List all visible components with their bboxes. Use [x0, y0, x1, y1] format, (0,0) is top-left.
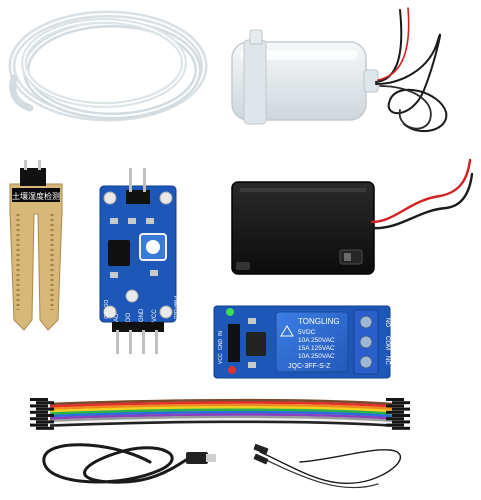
- module-pin-label-ao: AO: [114, 313, 120, 322]
- jumper-connector: [392, 407, 410, 411]
- jumper-connector: [30, 423, 48, 427]
- jumper-connector: [386, 398, 404, 401]
- jumper-wire: [49, 420, 393, 427]
- jumper-connector: [392, 414, 410, 417]
- signal-wires: [253, 444, 402, 489]
- relay-pin-in: IN: [218, 331, 224, 336]
- jumper-connector: [392, 401, 410, 405]
- pump-wires: [375, 7, 448, 133]
- jumper-ribbon: [30, 398, 410, 430]
- jumper-connector: [36, 420, 54, 424]
- jumper-connector: [30, 417, 48, 421]
- relay-rating-1: 10A 250VAC: [298, 337, 335, 344]
- module-side-label-left: DO-LED: [102, 300, 108, 319]
- module-pin-label-vcc: VCC: [152, 309, 158, 322]
- relay-rating-0: 5VDC: [298, 329, 316, 336]
- jumper-connector: [36, 401, 54, 405]
- relay-pin-gnd: GND: [218, 339, 224, 351]
- probe-label: 土壤湿度检测: [12, 191, 60, 201]
- jumper-connector: [36, 414, 54, 417]
- jumper-wire: [49, 408, 393, 415]
- relay-model: JQC-3FF-S-Z: [288, 363, 331, 370]
- relay-warning-icon: [280, 325, 294, 337]
- jumper-wire: [49, 398, 393, 406]
- relay-pin-vcc: VCC: [218, 353, 224, 364]
- relay-rating-2: 15A 125VAC: [298, 345, 335, 352]
- battery-wires: [370, 158, 474, 230]
- jumper-wire: [49, 401, 393, 408]
- relay-terminal-com: COM: [384, 336, 390, 350]
- relay-module: TONGLING 5VDC 10A 250VAC 15A 125VAC 10A …: [213, 305, 391, 379]
- jumper-connector: [386, 423, 404, 427]
- relay-terminal-nc: NC: [384, 356, 390, 365]
- relay-power-led: [226, 308, 234, 316]
- jumper-connector: [36, 407, 54, 411]
- module-pin-label-gnd: GND: [139, 308, 145, 322]
- relay-rating-3: 10A 250VAC: [298, 353, 335, 360]
- silicone-tubing: [8, 10, 208, 122]
- relay-terminal-no: NO: [384, 318, 390, 327]
- jumper-wire: [49, 415, 393, 423]
- usb-cable: [42, 443, 216, 484]
- sensor-module: DO-LED PWR-LED AO DO GND VCC: [99, 168, 178, 354]
- battery-box: [231, 181, 375, 275]
- jumper-connector: [386, 404, 404, 408]
- jumper-connector: [36, 426, 54, 430]
- jumper-connector: [392, 426, 410, 430]
- jumper-wire: [49, 418, 393, 425]
- relay-status-led: [228, 366, 236, 374]
- jumper-wire: [49, 413, 393, 420]
- module-pin-label-do: DO: [126, 313, 132, 322]
- jumper-connector: [30, 398, 48, 401]
- jumper-wire: [49, 403, 393, 411]
- module-side-label-right: PWR-LED: [172, 296, 178, 319]
- jumper-connector: [386, 417, 404, 421]
- jumper-wire: [49, 406, 393, 413]
- jumper-connector: [386, 410, 404, 414]
- jumper-connector: [30, 410, 48, 414]
- water-pump: [231, 29, 379, 125]
- soil-probe: 土壤湿度检测: [9, 160, 63, 331]
- jumper-connector: [30, 404, 48, 408]
- jumper-connector: [392, 420, 410, 424]
- jumper-wire: [49, 410, 393, 418]
- relay-brand: TONGLING: [298, 317, 340, 326]
